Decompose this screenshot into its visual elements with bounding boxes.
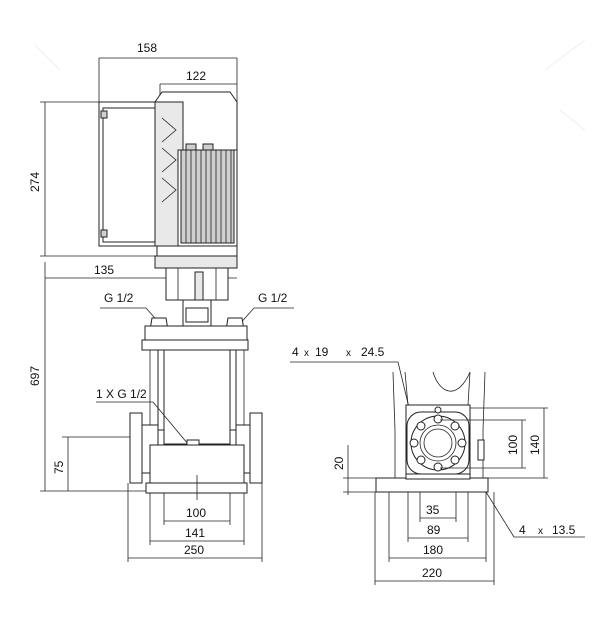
bolt-label-count: 4 — [292, 345, 299, 359]
dim-end-89: 89 — [407, 492, 469, 542]
dim-250: 250 — [127, 483, 263, 562]
dim-end-89-label: 89 — [427, 523, 441, 537]
dim-end-140-label: 140 — [528, 435, 542, 455]
dim-75-label: 75 — [52, 460, 66, 474]
dim-end-180-label: 180 — [423, 543, 443, 557]
dim-end-35: 35 — [419, 492, 457, 522]
dim-158: 158 — [98, 41, 238, 108]
side-view: 158 122 274 135 697 — [28, 41, 294, 562]
port-left-label: G 1/2 — [104, 291, 134, 305]
bolt-label-depth: 24.5 — [361, 345, 385, 359]
dim-100: 100 — [163, 493, 231, 525]
port-right-label: G 1/2 — [258, 291, 288, 305]
dim-end-220-label: 220 — [422, 566, 442, 580]
dim-end-180: 180 — [388, 492, 487, 562]
dim-158-label: 158 — [137, 41, 157, 55]
dim-end-20: 20 — [332, 445, 378, 495]
dim-end-140: 140 — [470, 407, 548, 479]
end-flange — [406, 406, 470, 475]
dim-end-20-label: 20 — [332, 456, 346, 470]
bolt-label: 4 x 19 x 24.5 — [290, 345, 413, 421]
dim-122-label: 122 — [186, 69, 206, 83]
drain-port-label: 1 X G 1/2 — [96, 387, 147, 401]
bolt-label-x1: x — [304, 348, 309, 359]
dim-end-100-label: 100 — [506, 435, 520, 455]
hole-label-size: 13.5 — [552, 523, 576, 537]
end-base — [375, 473, 489, 493]
dim-100-label: 100 — [186, 506, 206, 520]
pump-sleeve — [149, 349, 245, 445]
dim-250-label: 250 — [184, 543, 204, 557]
motor-body — [154, 143, 238, 269]
base — [145, 444, 248, 500]
dim-75: 75 — [52, 436, 132, 491]
dim-697: 697 — [28, 262, 150, 492]
dim-697-label: 697 — [28, 366, 42, 386]
dim-141: 141 — [149, 493, 245, 545]
background-artifacts — [34, 39, 586, 131]
dim-end-35-label: 35 — [426, 503, 440, 517]
hole-label-x: x — [538, 526, 543, 537]
dim-274-label: 274 — [28, 172, 42, 192]
bolt-label-x2: x — [346, 348, 351, 359]
bolt-label-size: 19 — [315, 345, 329, 359]
hole-label: 4 x 13.5 — [485, 491, 585, 538]
hole-label-count: 4 — [519, 523, 526, 537]
end-view: 4 x 19 x 24.5 — [290, 345, 585, 585]
terminal-box — [98, 91, 238, 247]
dim-135-label: 135 — [94, 263, 114, 277]
dim-141-label: 141 — [185, 526, 205, 540]
coupling — [165, 267, 229, 327]
dim-end-100: 100 — [440, 419, 526, 469]
dim-end-220: 220 — [374, 492, 495, 585]
